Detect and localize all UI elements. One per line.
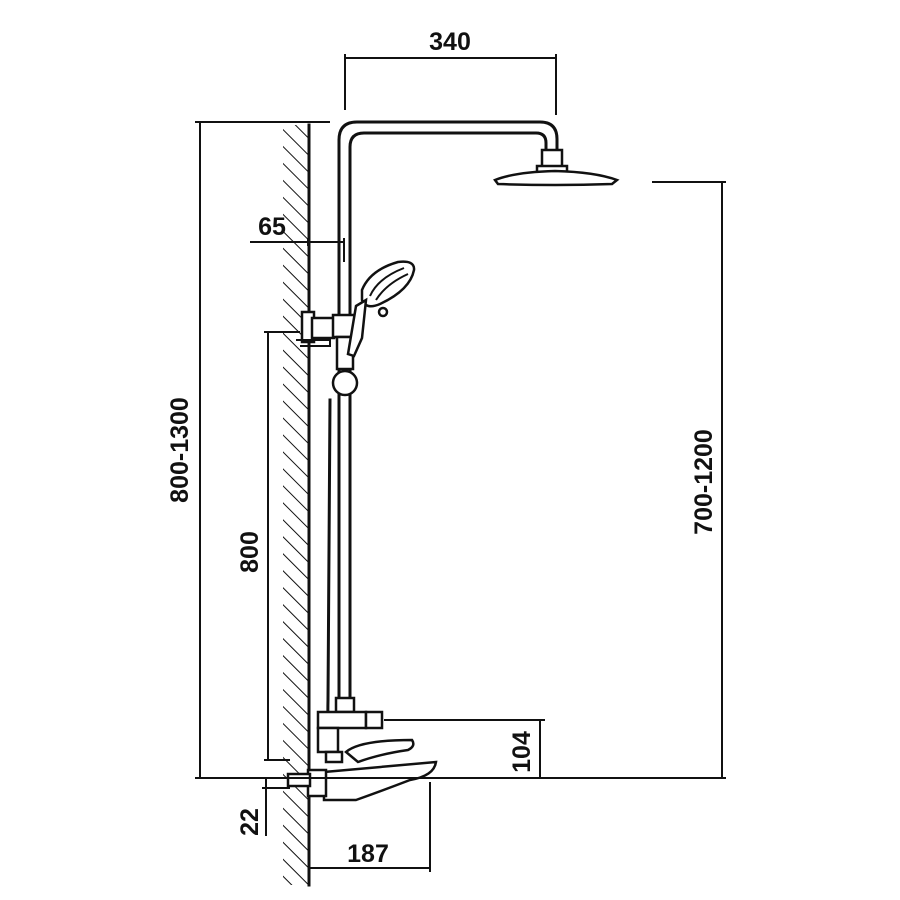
hand-shower-button (377, 306, 389, 318)
dim-label-700-1200: 700-1200 (690, 429, 718, 535)
mixer-right-valve (364, 710, 384, 730)
mixer-lower-body (324, 750, 344, 764)
dimension-lines (195, 54, 726, 872)
hand-shower-head (360, 260, 416, 308)
bath-spout (322, 760, 438, 802)
shower-assembly (286, 120, 620, 802)
mixer-left-valve (316, 726, 340, 754)
hand-shower-face-2 (375, 273, 409, 301)
wall-hatching (283, 125, 309, 885)
dim-label-104: 104 (508, 731, 536, 773)
upper-wall-bracket-rim (296, 339, 331, 347)
dim-label-800-1300: 800-1300 (166, 397, 194, 503)
rain-shower-head (493, 169, 620, 187)
riser-pipe-outer (337, 120, 559, 702)
wall (283, 123, 311, 887)
dim-label-800: 800 (236, 531, 264, 573)
mixer-body (316, 710, 368, 730)
wall-inlet (286, 772, 312, 788)
dimension-labels: 340 65 800-1300 800 700-1200 104 22 187 (166, 28, 718, 868)
dim-label-187: 187 (347, 840, 389, 868)
upper-wall-bracket-plate (310, 316, 336, 340)
hand-shower (346, 260, 416, 358)
riser-pipe-inner (348, 131, 548, 702)
dim-label-340: 340 (429, 28, 471, 56)
diverter-top (334, 696, 356, 714)
slider-knob (331, 369, 359, 397)
hand-shower-handle (346, 297, 368, 358)
dim-label-65: 65 (258, 213, 286, 241)
shower-hose (326, 398, 336, 757)
hand-shower-face (369, 267, 405, 297)
mixer-lever (344, 738, 415, 764)
dim-label-22: 22 (236, 808, 264, 836)
